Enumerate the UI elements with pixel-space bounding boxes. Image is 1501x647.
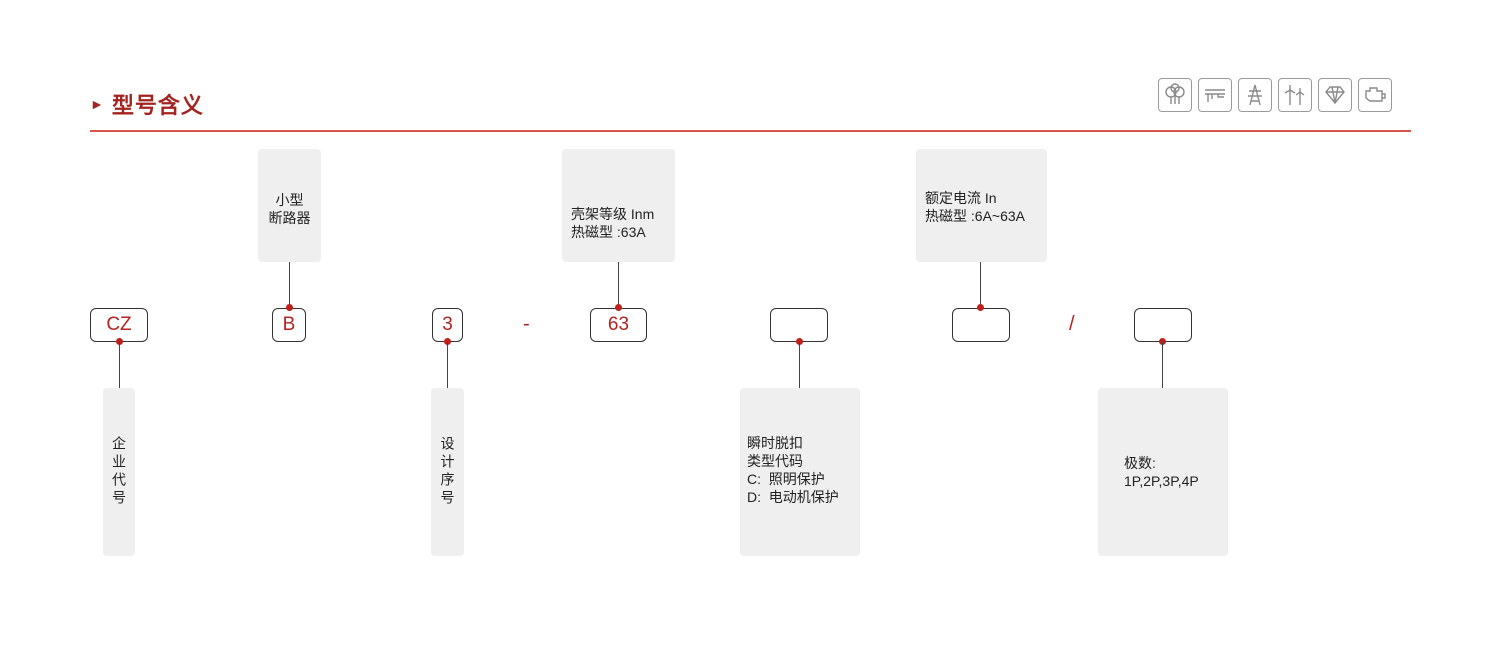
connector-dot <box>444 338 451 345</box>
connector-dot <box>977 304 984 311</box>
dash-separator: - <box>523 313 530 335</box>
trip-type-line-4: D: 电动机保护 <box>747 489 839 505</box>
serial-number-label: 设计序号 <box>439 436 456 508</box>
code-box-frame: 63 <box>590 308 647 342</box>
section-title: ► 型号含义 <box>90 88 204 120</box>
title-arrow-icon: ► <box>90 96 104 112</box>
page-title: 型号含义 <box>111 93 204 118</box>
application-icons <box>1158 78 1392 112</box>
poles-line-1: 极数: <box>1124 455 1156 471</box>
breaker-type-line-2: 断路器 <box>268 210 311 226</box>
connector-dot <box>615 304 622 311</box>
connector-line <box>447 342 448 388</box>
rated-current-line-1: 额定电流 In <box>925 190 997 206</box>
frame-grade-line-1: 壳架等级 Inm <box>571 206 655 222</box>
code-box-poles <box>1134 308 1192 342</box>
forest-icon <box>1158 78 1192 112</box>
code-box-type: B <box>272 308 306 342</box>
breaker-type-box: 小型 断路器 <box>258 149 321 262</box>
title-divider <box>90 130 1411 132</box>
connector-dot <box>286 304 293 311</box>
rated-current-line-2: 热磁型 :6A~63A <box>925 208 1025 224</box>
serial-number-box: 设计序号 <box>431 388 464 556</box>
poles-line-2: 1P,2P,3P,4P <box>1124 473 1199 489</box>
connector-line <box>799 342 800 388</box>
frame-grade-box: 壳架等级 Inm 热磁型 :63A <box>562 149 675 262</box>
code-box-serial: 3 <box>432 308 463 342</box>
wind-turbine-icon <box>1278 78 1312 112</box>
trip-type-line-3: C: 照明保护 <box>747 471 825 487</box>
breaker-type-line-1: 小型 <box>275 192 304 208</box>
connector-line <box>980 262 981 308</box>
code-box-company: CZ <box>90 308 148 342</box>
poles-box: 极数: 1P,2P,3P,4P <box>1098 388 1228 556</box>
tower-icon <box>1238 78 1272 112</box>
connector-line <box>289 262 290 308</box>
engine-icon <box>1358 78 1392 112</box>
company-code-box: 企业代号 <box>103 388 135 556</box>
trip-type-line-2: 类型代码 <box>747 453 803 469</box>
connector-dot <box>796 338 803 345</box>
connector-dot <box>1159 338 1166 345</box>
code-box-current <box>952 308 1010 342</box>
connector-line <box>1162 342 1163 388</box>
connector-line <box>119 342 120 388</box>
company-code-label: 企业代号 <box>111 436 127 508</box>
slash-separator: / <box>1069 313 1075 335</box>
trip-type-line-1: 瞬时脱扣 <box>747 435 803 451</box>
frame-grade-line-2: 热磁型 :63A <box>571 224 646 240</box>
rated-current-box: 额定电流 In 热磁型 :6A~63A <box>916 149 1047 262</box>
trip-type-box: 瞬时脱扣 类型代码 C: 照明保护 D: 电动机保护 <box>740 388 860 556</box>
pipe-icon <box>1198 78 1232 112</box>
connector-line <box>618 262 619 308</box>
diamond-icon <box>1318 78 1352 112</box>
code-box-trip <box>770 308 828 342</box>
connector-dot <box>116 338 123 345</box>
